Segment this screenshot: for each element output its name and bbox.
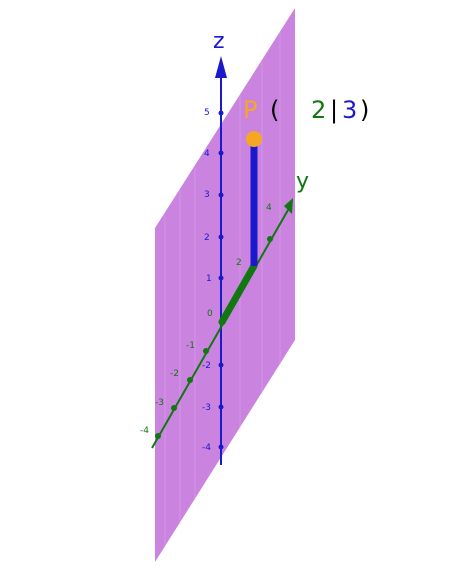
p-y-component	[218, 262, 258, 326]
y-tick-label: 2	[236, 258, 242, 268]
y-axis-arrow	[284, 198, 293, 214]
y-tick-label: -2	[170, 369, 179, 379]
y-tick-label: -3	[155, 398, 164, 408]
z-tick-label: 4	[204, 149, 210, 159]
y-tick-label: -1	[186, 341, 195, 351]
y-tick-label: 4	[266, 203, 272, 213]
coordinate-close-paren: )	[360, 96, 370, 124]
y-axis-label: y	[296, 169, 309, 194]
point-p[interactable]	[246, 131, 262, 147]
z-axis-arrow	[215, 56, 227, 78]
yz-plane	[155, 8, 295, 562]
y-tick-label: 0	[207, 309, 213, 319]
z-tick-label: -2	[202, 361, 211, 371]
coordinate-z-value: 3	[342, 96, 358, 124]
z-tick-label: -3	[202, 403, 211, 413]
coordinate-open-paren: (	[270, 96, 280, 124]
z-axis-label: z	[213, 29, 225, 54]
z-tick-label: 3	[204, 190, 210, 200]
coordinate-y-value: 2	[311, 96, 327, 124]
point-p-name: P	[243, 96, 258, 124]
z-tick-label: 5	[204, 108, 210, 118]
z-tick-label: 1	[206, 274, 212, 284]
z-ticks	[218, 110, 224, 450]
y-tick-label: -4	[140, 426, 149, 436]
plane-texture	[164, 32, 281, 548]
y-ticks	[155, 236, 273, 439]
z-tick-label: -4	[202, 443, 211, 453]
z-tick-label: 2	[204, 233, 210, 243]
coordinate-separator: |	[330, 96, 339, 124]
